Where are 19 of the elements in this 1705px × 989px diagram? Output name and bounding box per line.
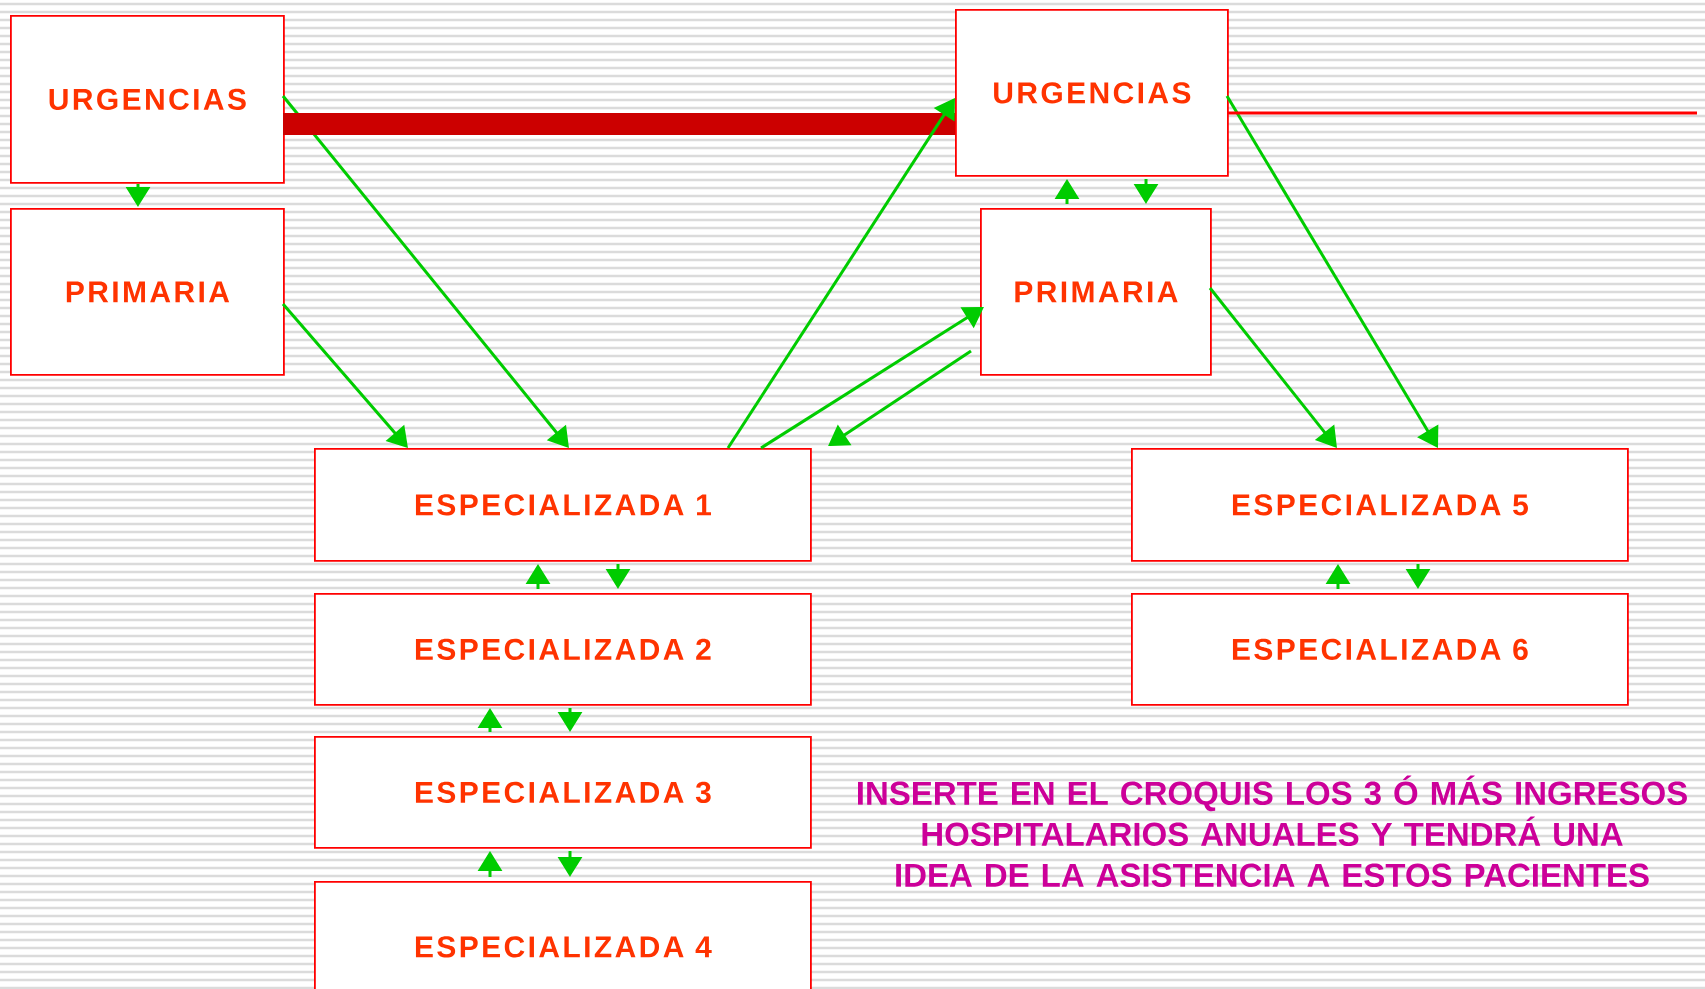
arrow — [1208, 287, 1337, 448]
box: URGENCIAS — [10, 15, 285, 184]
box: ESPECIALIZADA 6 — [1131, 593, 1629, 706]
box: ESPECIALIZADA 3 — [314, 736, 812, 849]
arrow — [281, 303, 408, 448]
box: ESPECIALIZADA 5 — [1131, 448, 1629, 562]
arrow — [828, 349, 972, 446]
arrow — [726, 98, 955, 449]
arrow — [760, 307, 984, 450]
box: ESPECIALIZADA 4 — [314, 881, 812, 989]
connector-line — [283, 113, 955, 135]
box: URGENCIAS — [955, 9, 1229, 177]
arrow — [281, 95, 569, 448]
box: PRIMARIA — [10, 208, 285, 376]
box: ESPECIALIZADA 2 — [314, 593, 812, 706]
instruction-text: INSERTE EN EL CROQUIS LOS 3 Ó MÁS INGRESOS HOSPITALARIOS ANUALES Y TENDRÁ UNA IDEA DE LA ASISTENCIA A ESTOS PACIENTES — [858, 775, 1687, 887]
box: ESPECIALIZADA 1 — [314, 448, 812, 562]
connector-line — [1227, 111, 1697, 115]
box: PRIMARIA — [980, 208, 1212, 376]
